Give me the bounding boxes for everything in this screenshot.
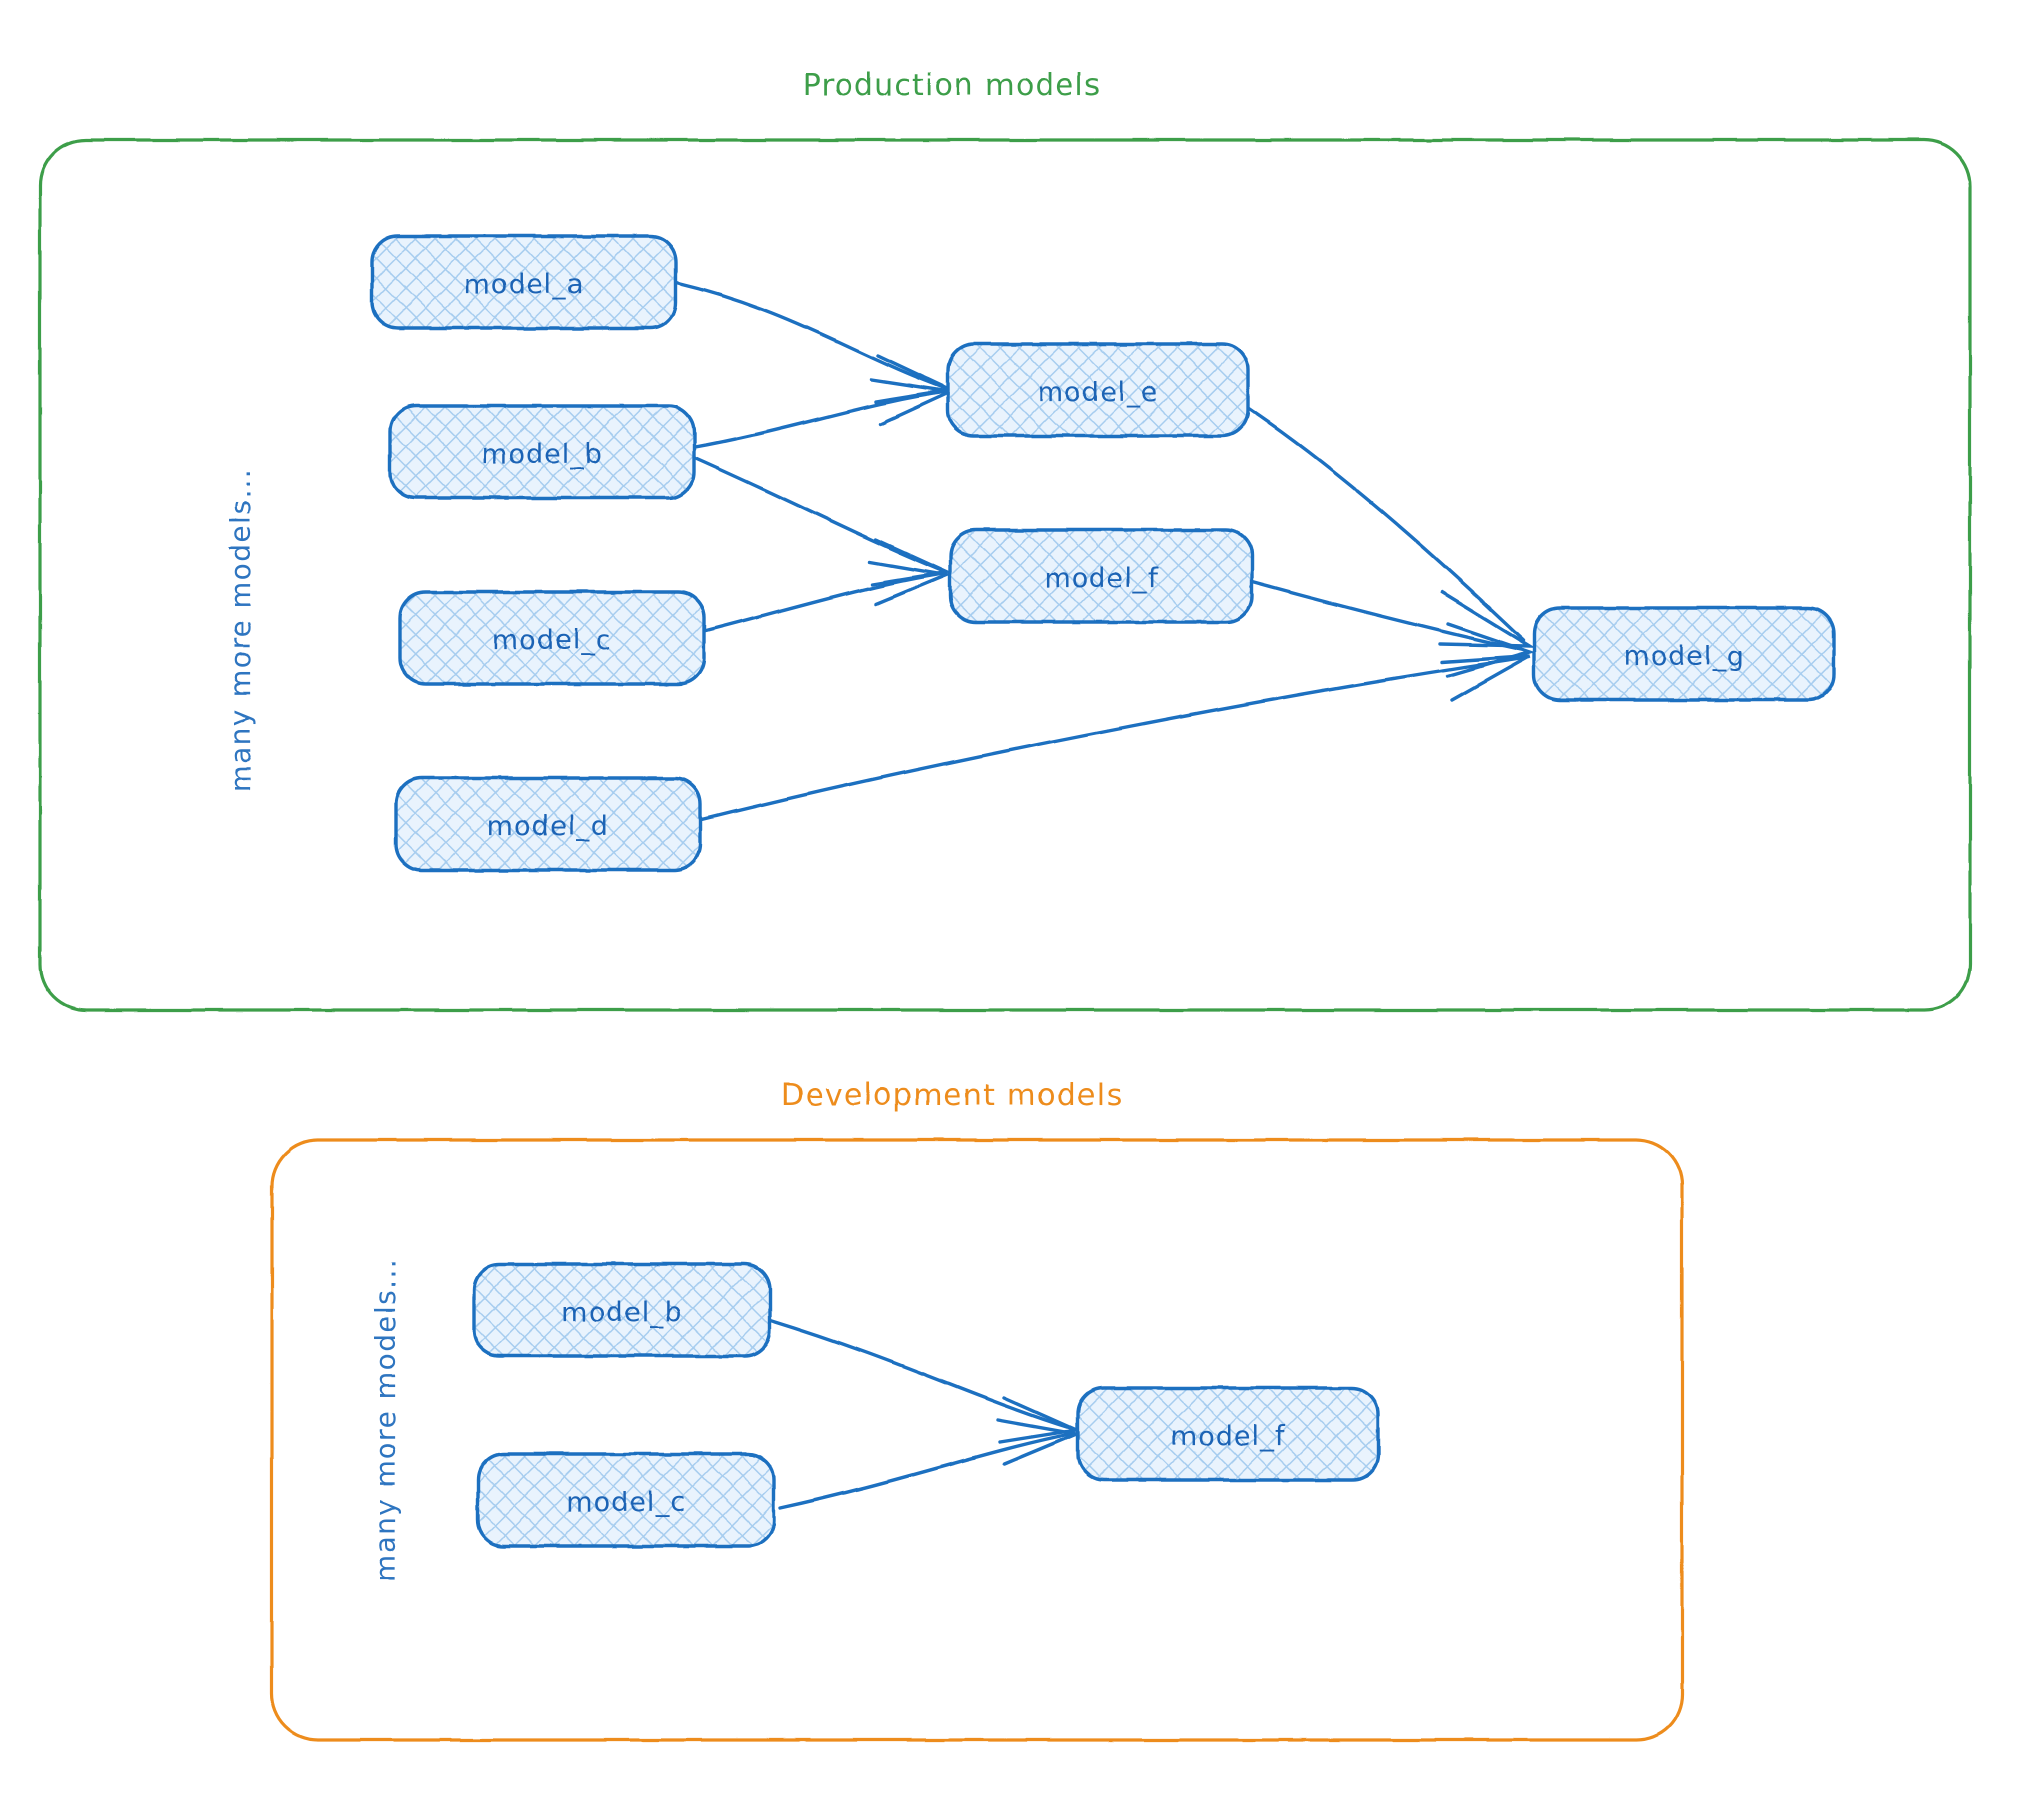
- node-box: [946, 342, 1250, 438]
- node-box: [472, 1262, 772, 1358]
- arrowhead-dev-model_f-b: [998, 1396, 1082, 1444]
- node-prod-model_f[interactable]: model_f: [948, 528, 1254, 624]
- node-box: [1532, 606, 1836, 702]
- development-group-boundary: [270, 1138, 1684, 1742]
- production-group-title: Production models: [803, 68, 1102, 103]
- arrowhead-dev-model_f-c: [996, 1418, 1082, 1466]
- node-box: [476, 1452, 776, 1548]
- node-label-model_f: model_f: [1044, 563, 1159, 594]
- production-group-boundary: [38, 138, 1972, 1012]
- edge-model_d-to-model_g: [698, 656, 1526, 822]
- edge-model_e-to-model_g: [1246, 406, 1526, 642]
- arrowhead-model_g-d: [1440, 654, 1531, 702]
- node-dev-model_f[interactable]: model_f: [1076, 1386, 1380, 1482]
- node-label-model_f: model_f: [1171, 1421, 1286, 1452]
- node-prod-model_g[interactable]: model_g: [1532, 606, 1836, 702]
- node-label-model_g: model_g: [1623, 641, 1745, 672]
- production-nodes: model_a model_b model_c model_d model_e: [370, 234, 1836, 872]
- node-dev-model_b[interactable]: model_b: [472, 1262, 772, 1358]
- edge-model_a-to-model_e: [674, 281, 946, 390]
- node-prod-model_b[interactable]: model_b: [388, 404, 696, 500]
- development-nodes: model_b model_c model_f: [472, 1262, 1380, 1548]
- arrowhead-model_f-c: [868, 560, 953, 606]
- development-many-more-models-label: many more models...: [369, 1258, 402, 1582]
- node-prod-model_c[interactable]: model_c: [398, 590, 706, 686]
- production-edges: [674, 281, 1537, 822]
- edge-dev-model_c-to-model_f: [778, 1432, 1072, 1510]
- node-label-model_e: model_e: [1037, 377, 1158, 408]
- development-group: Development models many more models... m…: [270, 1078, 1684, 1742]
- edge-model_f-to-model_g: [1250, 580, 1526, 652]
- arrowhead-model_g-e: [1438, 590, 1537, 648]
- production-group: Production models many more models...: [38, 68, 1972, 1012]
- development-group-title: Development models: [781, 1078, 1123, 1113]
- edge-model_c-to-model_f: [700, 572, 942, 634]
- node-label-model_c: model_c: [492, 625, 611, 656]
- edge-dev-model_b-to-model_f: [768, 1318, 1072, 1430]
- node-label-model_d: model_d: [487, 811, 609, 842]
- node-box: [388, 404, 696, 500]
- development-edges: [768, 1318, 1082, 1510]
- node-box: [948, 528, 1254, 624]
- edge-model_b-to-model_e: [688, 390, 946, 450]
- node-label-model_a: model_a: [463, 269, 584, 300]
- node-prod-model_a[interactable]: model_a: [370, 234, 678, 330]
- node-dev-model_c[interactable]: model_c: [476, 1452, 776, 1548]
- node-box: [1076, 1386, 1380, 1482]
- production-many-more-models-label: many more models...: [224, 468, 257, 792]
- node-label-model_b: model_b: [561, 1297, 683, 1328]
- node-prod-model_e[interactable]: model_e: [946, 342, 1250, 438]
- arrowhead-model_f-b: [870, 538, 952, 586]
- node-box: [370, 234, 678, 330]
- node-box: [394, 776, 702, 872]
- node-label-model_c: model_c: [566, 1487, 685, 1518]
- node-box: [398, 590, 706, 686]
- node-label-model_b: model_b: [481, 439, 603, 470]
- arrowhead-model_g-f: [1446, 622, 1536, 678]
- node-prod-model_d[interactable]: model_d: [394, 776, 702, 872]
